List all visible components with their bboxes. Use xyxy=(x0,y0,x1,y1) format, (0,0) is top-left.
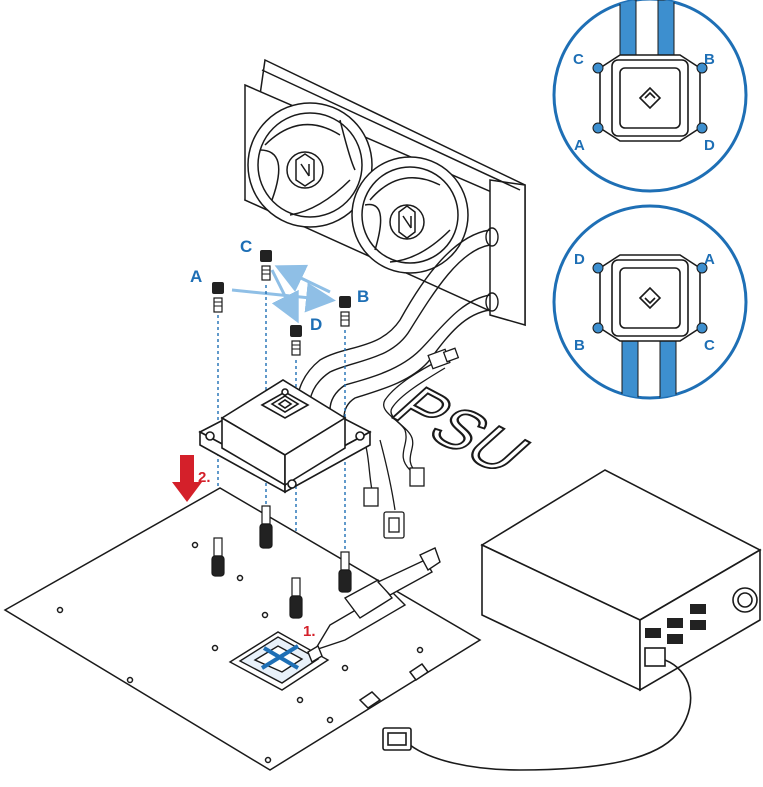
motherboard xyxy=(3,487,482,771)
thermal-paste-syringe xyxy=(307,547,441,664)
tightening-order-arrows xyxy=(231,264,336,324)
inset-bottom: D A B C xyxy=(552,204,748,400)
standoff xyxy=(338,551,352,593)
pump-block xyxy=(198,379,372,494)
fan-left xyxy=(247,102,373,228)
screw-label-d: D xyxy=(310,315,322,334)
standoff xyxy=(259,505,273,549)
pump-logo-icon xyxy=(270,395,300,413)
radiator xyxy=(244,58,526,327)
coolant-tubes xyxy=(297,227,499,419)
thermal-paste-cross xyxy=(260,644,300,670)
screw-c: C xyxy=(240,237,272,281)
pump-logo-icon xyxy=(638,286,662,310)
inset-bottom-label-bl: B xyxy=(574,337,585,354)
inset-bottom-label-br: C xyxy=(704,337,715,354)
pump-logo-icon xyxy=(638,86,662,110)
inset-top-label-br: D xyxy=(704,137,715,154)
standoffs xyxy=(211,505,352,619)
psu-label: PSU xyxy=(377,375,545,485)
inset-bottom-label-tr: A xyxy=(704,251,715,268)
screw-label-a: A xyxy=(190,267,202,286)
step-arrow-icon xyxy=(172,455,202,502)
screw-a: A xyxy=(190,267,224,313)
fan-cables xyxy=(359,347,460,539)
step-2-arrow: 2. xyxy=(172,455,211,502)
screw-b: B xyxy=(339,287,369,327)
fan-logo-icon xyxy=(295,153,315,187)
fan-right xyxy=(351,156,469,274)
screw-d: D xyxy=(290,315,322,356)
standoff xyxy=(211,537,225,577)
inset-top-label-tr: B xyxy=(704,51,715,68)
standoff xyxy=(289,577,303,619)
psu: PSU xyxy=(376,374,762,771)
inset-top-label-tl: C xyxy=(573,51,584,68)
step-1-label: 1. xyxy=(303,623,316,640)
step-2-label: 2. xyxy=(198,469,211,486)
inset-top-label-bl: A xyxy=(574,137,585,154)
screw-label-b: B xyxy=(357,287,369,306)
screw-label-c: C xyxy=(240,237,252,256)
inset-top: C B A D xyxy=(552,0,748,193)
psu-ports xyxy=(645,604,706,644)
inset-bottom-label-tl: D xyxy=(574,251,585,268)
